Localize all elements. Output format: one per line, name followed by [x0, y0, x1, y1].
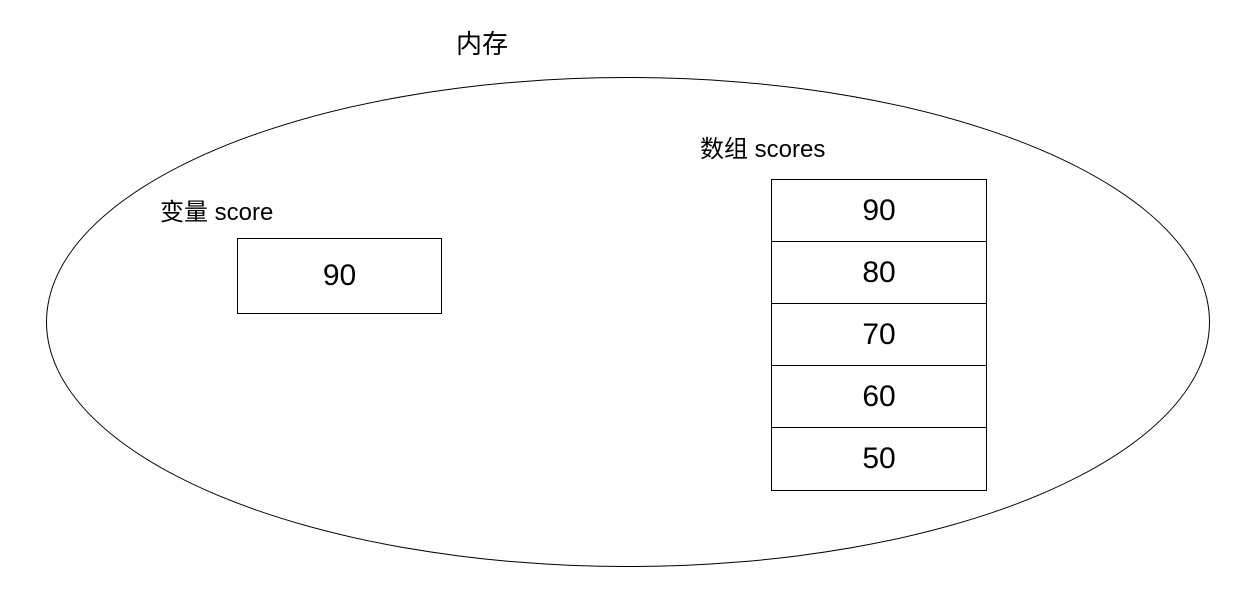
array-cell: 90: [772, 180, 986, 242]
memory-ellipse: [46, 77, 1210, 567]
array-cell-value: 70: [862, 317, 896, 351]
array-cell: 60: [772, 366, 986, 428]
array-cell-value: 60: [862, 379, 896, 413]
array-cell: 70: [772, 304, 986, 366]
array-cell-value: 90: [862, 193, 896, 227]
array-cell: 80: [772, 242, 986, 304]
array-label: 数组 scores: [700, 136, 826, 163]
variable-label: 变量 score: [160, 199, 274, 226]
variable-value: 90: [322, 259, 357, 292]
array-cell-value: 50: [862, 442, 896, 475]
variable-box: 90: [237, 238, 442, 314]
array-cell: 50: [772, 428, 986, 490]
diagram-title: 内存: [456, 29, 509, 59]
array-cell-value: 80: [862, 255, 896, 289]
array-stack: 90 80 70 60 50: [771, 179, 987, 491]
